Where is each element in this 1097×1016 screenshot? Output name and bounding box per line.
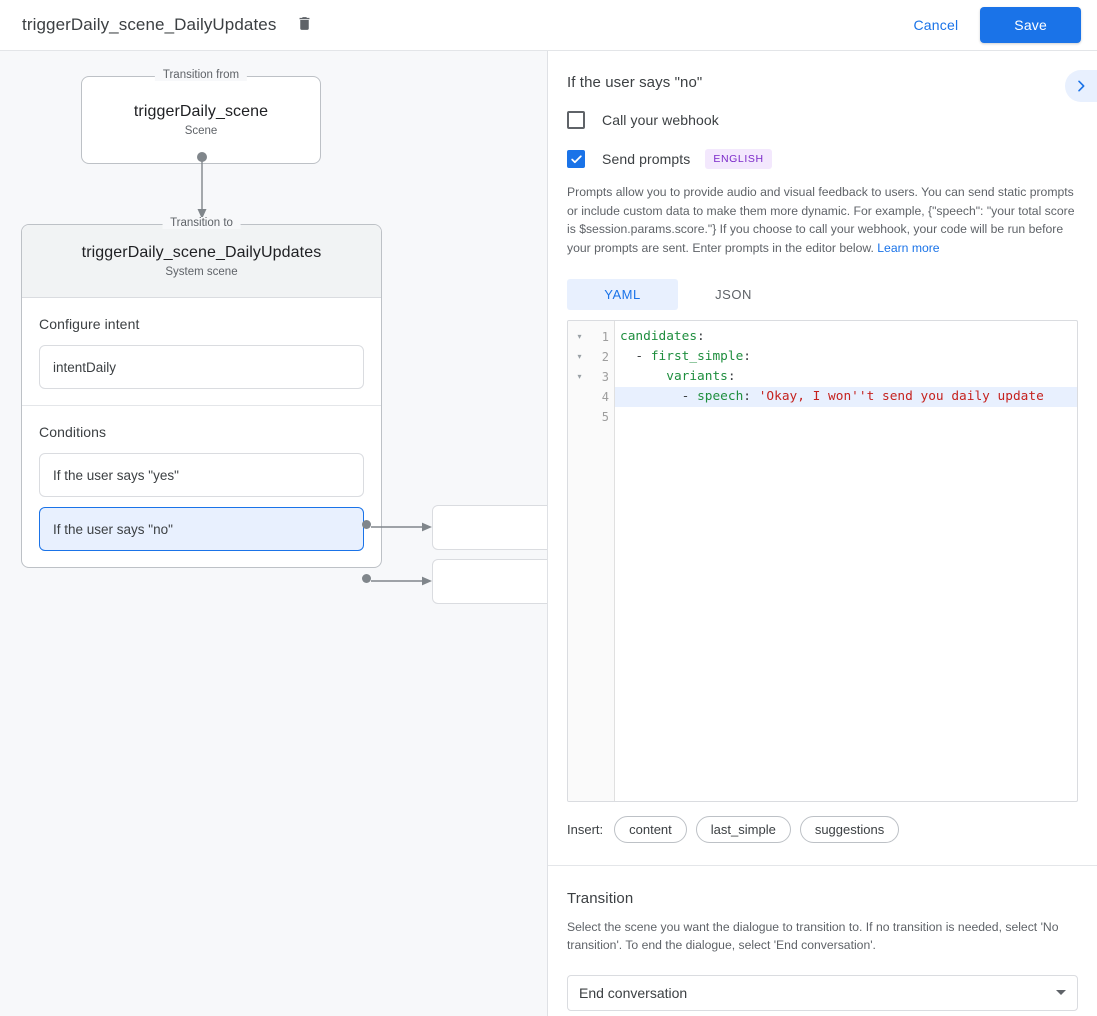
transition-target-value: End conversation <box>579 984 688 1001</box>
transition-from-legend: Transition from <box>154 69 248 81</box>
handler-edge-yes <box>371 519 433 532</box>
insert-chip-last-simple[interactable]: last_simple <box>695 816 791 844</box>
transition-description: Select the scene you want the dialogue t… <box>567 920 1059 953</box>
call-webhook-label: Call your webhook <box>602 112 719 128</box>
line-number: 4 <box>601 390 609 405</box>
line-number: 1 <box>601 330 609 345</box>
save-button[interactable]: Save <box>980 7 1081 43</box>
code-token-dash: - <box>635 349 651 365</box>
insert-chip-suggestions[interactable]: suggestions <box>799 816 900 844</box>
tab-json[interactable]: JSON <box>715 287 752 303</box>
handler-connector-dot-yes <box>362 520 371 529</box>
code-token-punct: : <box>743 349 752 365</box>
language-badge: ENGLISH <box>705 149 772 169</box>
configure-intent-label: Configure intent <box>39 316 140 332</box>
code-token-indent <box>620 349 635 364</box>
insert-chip-content[interactable]: content <box>614 816 687 844</box>
code-line-4: - speech: 'Okay, I won''t send you daily… <box>615 387 1077 408</box>
handler-connector-dot-no <box>362 574 371 583</box>
code-token-key: speech <box>697 389 744 405</box>
handler-box-yes[interactable] <box>432 505 547 550</box>
code-line-1: candidates: <box>615 327 1077 347</box>
transition-to-legend: Transition to <box>162 217 241 229</box>
fold-toggle-2[interactable]: ▾ <box>577 352 582 362</box>
condition-item-yes[interactable]: If the user says "yes" <box>39 453 364 497</box>
code-token-dash: - <box>681 389 698 405</box>
send-prompts-checkbox[interactable] <box>567 150 585 168</box>
code-line-2: - first_simple: <box>615 347 1077 367</box>
insert-label: Insert: <box>567 822 604 838</box>
fold-toggle-4 <box>568 387 591 407</box>
learn-more-link[interactable]: Learn more <box>877 240 940 255</box>
send-prompts-row[interactable]: Send prompts ENGLISH <box>567 149 1078 169</box>
transition-from-title: triggerDaily_scene <box>133 103 269 120</box>
code-token-punct: : <box>727 369 736 385</box>
line-number: 5 <box>601 410 609 425</box>
editor-line-numbers: 1 2 3 4 5 <box>591 321 615 802</box>
transition-section-title: Transition <box>567 890 634 908</box>
code-token-key: first_simple <box>650 349 744 365</box>
editor-code-area[interactable]: candidates: - first_simple: variants: - … <box>615 321 1077 801</box>
chevron-right-icon[interactable] <box>1065 70 1097 102</box>
detail-title: If the user says "no" <box>567 74 703 91</box>
cancel-button[interactable]: Cancel <box>898 8 975 42</box>
code-line-3: variants: <box>615 367 1077 387</box>
transition-from-node[interactable]: Transition from triggerDaily_scene Scene <box>81 69 321 164</box>
code-token-punct: : <box>697 329 705 345</box>
code-token-punct: : <box>743 389 759 405</box>
call-webhook-row[interactable]: Call your webhook <box>567 111 1078 129</box>
delete-button[interactable] <box>290 11 318 39</box>
section-divider <box>548 865 1097 867</box>
fold-toggle-5 <box>568 407 591 427</box>
page-title: triggerDaily_scene_DailyUpdates <box>22 15 277 34</box>
code-token-string: 'Okay, I won''t send you daily update <box>758 389 1044 405</box>
topbar-actions: Cancel Save <box>898 7 1081 43</box>
prompts-description: Prompts allow you to provide audio and v… <box>567 183 1078 257</box>
code-token-indent <box>620 389 682 404</box>
call-webhook-checkbox[interactable] <box>567 111 585 129</box>
code-token-indent <box>620 369 666 384</box>
prompt-code-editor[interactable]: ▾ ▾ ▾ 1 2 3 4 5 candidates: - first_simp… <box>567 320 1078 803</box>
chevron-down-icon <box>1056 990 1066 996</box>
code-line-5 <box>615 407 1077 427</box>
line-number: 3 <box>601 370 609 385</box>
scene-graph-panel: Transition from triggerDaily_scene Scene… <box>0 51 548 1016</box>
line-number: 2 <box>601 350 609 365</box>
editor-fold-column: ▾ ▾ ▾ <box>568 321 591 802</box>
prompts-description-text: Prompts allow you to provide audio and v… <box>567 185 1075 255</box>
condition-item-no[interactable]: If the user says "no" <box>39 507 364 551</box>
transition-to-header[interactable]: triggerDaily_scene_DailyUpdates System s… <box>22 225 381 298</box>
app-top-bar: triggerDaily_scene_DailyUpdates Cancel S… <box>0 0 1097 51</box>
code-token-key: variants <box>666 369 728 385</box>
code-token-key: candidates <box>620 329 698 345</box>
graph-edge-vertical <box>196 151 208 223</box>
conditions-section: Conditions If the user says "yes" If the… <box>22 405 381 567</box>
main-body: Transition from triggerDaily_scene Scene… <box>0 51 1097 1016</box>
configure-intent-section: Configure intent intentDaily <box>22 298 381 405</box>
transition-from-subtitle: Scene <box>184 125 218 137</box>
transition-to-subtitle: System scene <box>165 266 238 278</box>
detail-header: If the user says "no" <box>548 51 1097 102</box>
editor-format-tabs: YAML JSON <box>567 279 1078 311</box>
send-prompts-label: Send prompts <box>602 151 691 167</box>
insert-row: Insert: content last_simple suggestions <box>567 816 1078 844</box>
handler-edge-no <box>371 573 433 586</box>
transition-to-node: Transition to triggerDaily_scene_DailyUp… <box>21 217 382 568</box>
tab-yaml[interactable]: YAML <box>567 279 678 311</box>
fold-toggle-1[interactable]: ▾ <box>577 332 582 342</box>
handler-detail-panel: If the user says "no" Call your webhook <box>548 51 1097 1016</box>
transition-to-title: triggerDaily_scene_DailyUpdates <box>81 244 322 261</box>
detail-body: Call your webhook Send prompts ENGLISH P… <box>548 111 1097 1011</box>
handler-box-no[interactable] <box>432 559 547 604</box>
fold-toggle-3[interactable]: ▾ <box>577 372 582 382</box>
intent-chip[interactable]: intentDaily <box>39 345 364 389</box>
trash-icon <box>296 15 313 35</box>
transition-target-select[interactable]: End conversation <box>567 974 1078 1011</box>
conditions-label: Conditions <box>39 424 107 440</box>
